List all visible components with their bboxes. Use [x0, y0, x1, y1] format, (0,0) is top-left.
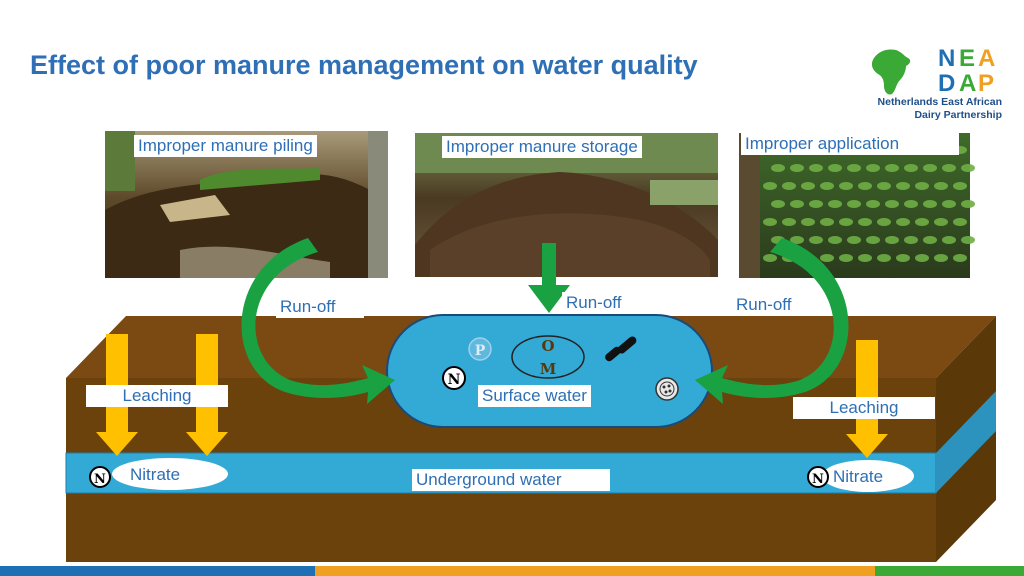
logo-tagline-line1: Netherlands East African: [877, 96, 1002, 108]
footer-orange-segment: [315, 566, 875, 576]
logo-letter-e: E: [959, 45, 975, 72]
label-leaching-right: Leaching: [793, 397, 935, 419]
nitrogen-icon-right: N: [807, 466, 829, 488]
nitrogen-icon-left: N: [89, 466, 111, 488]
label-underground-water: Underground water: [412, 469, 610, 491]
label-nitrate-right: Nitrate: [833, 467, 884, 486]
label-manure-piling: Improper manure piling: [134, 135, 317, 157]
bacteria-icon: [605, 336, 637, 362]
label-runoff-center: Run-off: [562, 292, 650, 314]
leaching-arrow-1: [96, 334, 138, 456]
neadap-logo: N E A D A P: [862, 44, 1012, 124]
africa-map-icon: [871, 49, 911, 95]
footer-blue-segment: [0, 566, 315, 576]
runoff-arrow-right: [695, 238, 849, 404]
svg-text:N: N: [812, 472, 824, 487]
footer-green-segment: [875, 566, 1024, 576]
logo-tagline: Netherlands East African Dairy Partnersh…: [862, 96, 1002, 122]
label-manure-storage: Improper manure storage: [442, 136, 642, 158]
svg-text:N: N: [94, 472, 106, 487]
runoff-arrow-center: [528, 243, 570, 313]
logo-letter-a: A: [978, 45, 995, 72]
nitrate-oval-right: [822, 460, 914, 492]
svg-text:P: P: [475, 343, 486, 359]
logo-letter-n: N: [938, 45, 955, 72]
runoff-arrow-left: [241, 238, 395, 404]
microorganism-icon: [655, 377, 679, 401]
phosphorus-icon: P: [468, 337, 492, 361]
organic-matter-o: O: [541, 337, 554, 355]
label-improper-application: Improper application: [741, 133, 959, 155]
organic-matter-m: M: [540, 360, 557, 378]
label-runoff-right: Run-off: [732, 294, 820, 316]
label-surface-water: Surface water: [478, 385, 591, 407]
om-ellipse: O M: [511, 335, 585, 379]
footer-color-band: [0, 566, 1024, 576]
label-nitrate-left: Nitrate: [130, 465, 181, 484]
nitrate-oval-left: [112, 458, 228, 490]
label-leaching-left: Leaching: [86, 385, 228, 407]
logo-tagline-line2: Dairy Partnership: [914, 109, 1002, 121]
logo-letter-d: D: [938, 70, 955, 97]
logo-letter-a2: A: [959, 70, 976, 97]
nitrogen-icon-surface: N: [442, 366, 466, 390]
logo-letter-p: P: [978, 70, 994, 97]
leaching-arrow-2: [186, 334, 228, 456]
svg-text:N: N: [448, 372, 461, 388]
underground-water-side: [936, 391, 996, 493]
label-runoff-left: Run-off: [276, 296, 364, 318]
page-title: Effect of poor manure management on wate…: [30, 50, 698, 80]
